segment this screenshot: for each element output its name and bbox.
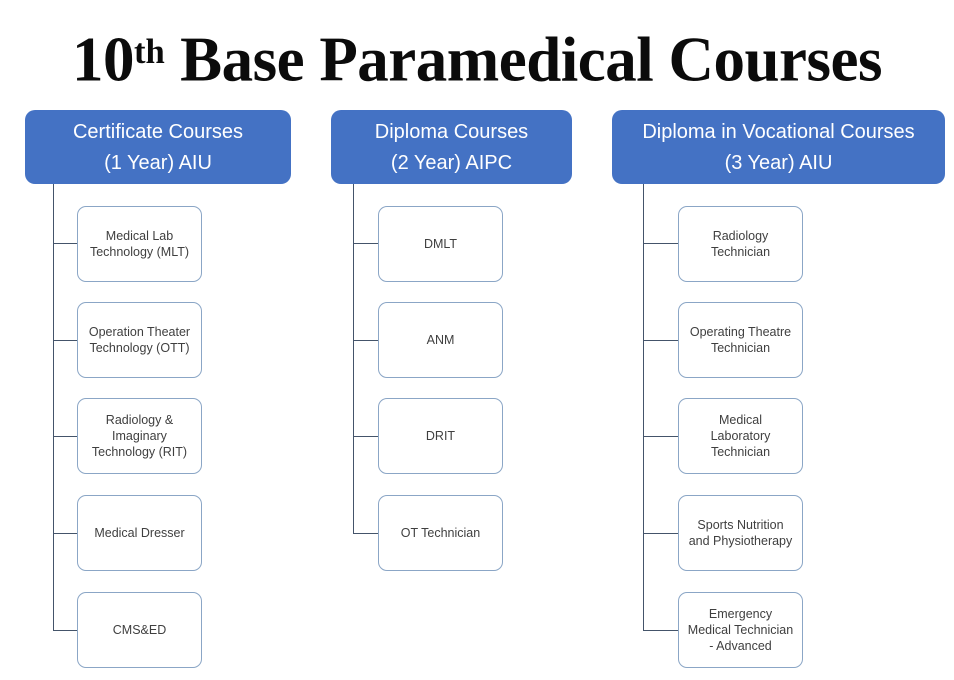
title-superscript: th [134, 33, 165, 71]
connector-stub [643, 436, 678, 437]
connector-stub [353, 243, 378, 244]
connector-vertical-line [643, 184, 644, 631]
course-box-ot-technician: OT Technician [378, 495, 503, 571]
connector-stub [643, 340, 678, 341]
connector-stub [53, 243, 77, 244]
course-box-radiology-technician: Radiology Technician [678, 206, 803, 282]
page-title: 10th Base Paramedical Courses [0, 6, 954, 105]
connector-vertical-line [353, 184, 354, 534]
course-box-drit: DRIT [378, 398, 503, 474]
column-diploma-courses: Diploma Courses (2 Year) AIPC DMLT ANM D… [331, 110, 572, 680]
course-box-anm: ANM [378, 302, 503, 378]
connector-stub [53, 630, 77, 631]
title-rest: Base Paramedical Courses [164, 24, 882, 95]
course-box-sports-nutrition-physiotherapy: Sports Nutrition and Physiotherapy [678, 495, 803, 571]
column-header-line2: (1 Year) AIU [104, 151, 212, 174]
column-vocational-courses: Diploma in Vocational Courses (3 Year) A… [612, 110, 945, 680]
column-header-line2: (2 Year) AIPC [390, 151, 513, 174]
connector-stub [353, 436, 378, 437]
connector-stub [53, 533, 77, 534]
column-header-line1: Diploma Courses [374, 120, 529, 143]
connector-stub [643, 630, 678, 631]
course-box-rit: Radiology & Imaginary Technology (RIT) [77, 398, 202, 474]
course-box-medical-dresser: Medical Dresser [77, 495, 202, 571]
column-header-diploma: Diploma Courses (2 Year) AIPC [331, 110, 572, 184]
column-header-vocational: Diploma in Vocational Courses (3 Year) A… [612, 110, 945, 184]
connector-stub [353, 533, 378, 534]
connector-stub [643, 533, 678, 534]
title-prefix: 10 [72, 24, 135, 95]
column-header-line1: Certificate Courses [72, 120, 244, 143]
course-box-mlt: Medical Lab Technology (MLT) [77, 206, 202, 282]
course-box-ott: Operation Theater Technology (OTT) [77, 302, 202, 378]
connector-vertical-line [53, 184, 54, 631]
course-box-operating-theatre-technician: Operating Theatre Technician [678, 302, 803, 378]
connector-stub [53, 340, 77, 341]
connector-stub [643, 243, 678, 244]
column-header-certificate: Certificate Courses (1 Year) AIU [25, 110, 291, 184]
connector-stub [53, 436, 77, 437]
course-box-cmsed: CMS&ED [77, 592, 202, 668]
course-box-medical-laboratory-technician: Medical Laboratory Technician [678, 398, 803, 474]
connector-stub [353, 340, 378, 341]
course-box-dmlt: DMLT [378, 206, 503, 282]
column-header-line2: (3 Year) AIU [724, 151, 833, 174]
course-box-emergency-medical-technician: Emergency Medical Technician - Advanced [678, 592, 803, 668]
column-header-line1: Diploma in Vocational Courses [642, 120, 915, 143]
column-certificate-courses: Certificate Courses (1 Year) AIU Medical… [25, 110, 291, 680]
